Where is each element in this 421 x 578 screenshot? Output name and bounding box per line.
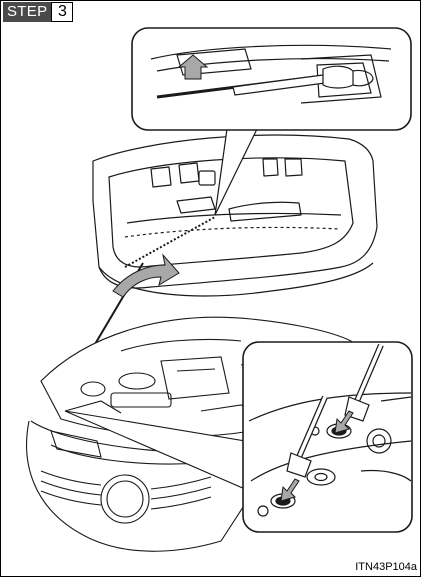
figure-code: ITN43P104a bbox=[355, 561, 417, 573]
top-inset-latch-detail bbox=[132, 28, 411, 130]
bottom-inset-rod-socket-detail bbox=[243, 342, 412, 532]
